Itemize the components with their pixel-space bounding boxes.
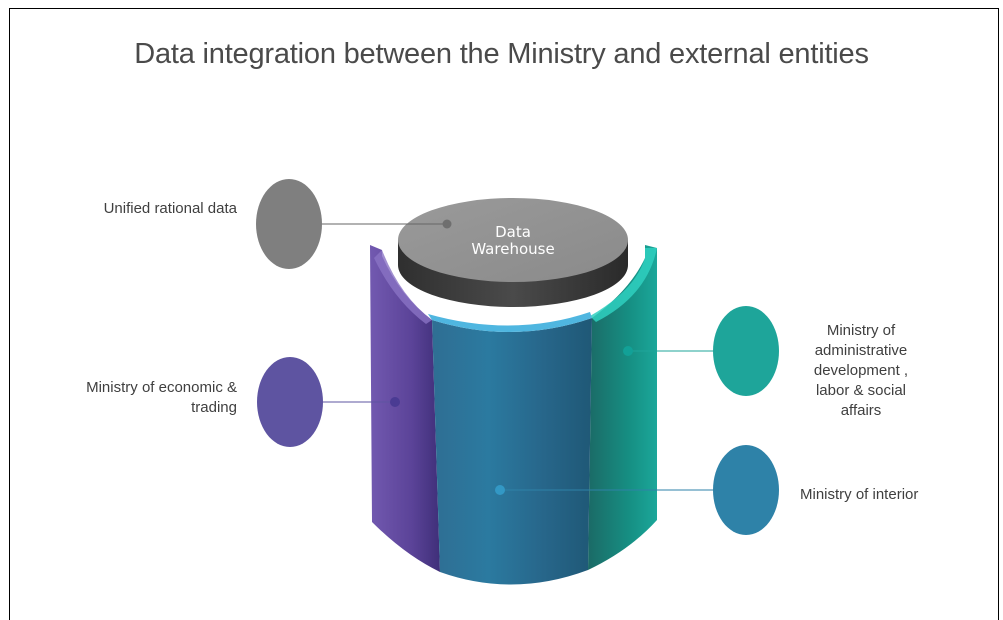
data-warehouse-disk [398, 198, 628, 307]
segment-economic [370, 245, 440, 572]
segment-admin [588, 245, 657, 570]
label-unified-text: Unified rational data [103, 200, 237, 217]
label-admin: Ministry of administrative development ,… [796, 321, 926, 421]
label-admin-line5: affairs [840, 402, 882, 419]
label-admin-line2: administrative [814, 342, 908, 359]
circle-economic [257, 357, 323, 447]
circle-interior [713, 445, 779, 535]
warehouse-label-line2: Warehouse [471, 240, 554, 258]
label-interior: Ministry of interior [800, 485, 930, 505]
diagram-title: Data integration between the Ministry an… [134, 38, 869, 70]
label-admin-line4: labor & social [815, 382, 907, 399]
circle-unified [256, 179, 322, 269]
label-economic-line2: trading [191, 399, 237, 416]
label-economic-line1: Ministry of economic & [86, 379, 237, 396]
label-interior-text: Ministry of interior [800, 486, 919, 503]
warehouse-label-line1: Data [495, 223, 531, 241]
connector-interior [495, 485, 745, 495]
segment-interior [428, 312, 592, 585]
label-admin-line1: Ministry of [826, 322, 896, 339]
label-admin-line3: development , [813, 362, 909, 379]
label-unified: Unified rational data [57, 199, 237, 219]
label-economic: Ministry of economic & trading [37, 378, 237, 418]
circle-admin [713, 306, 779, 396]
